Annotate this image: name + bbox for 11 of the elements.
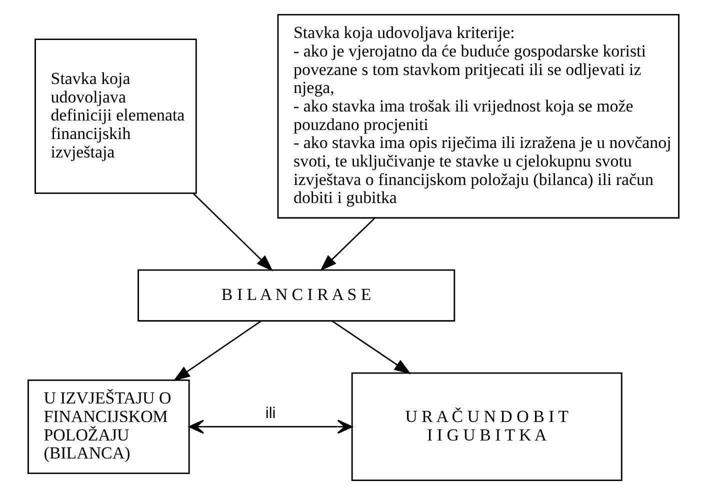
node-box: U IZVJEŠTAJU O FINANCIJSKOM POLOŽAJU (BILANCA) bbox=[27, 378, 190, 474]
node-box: Stavka koja udovoljava definiciji elemenata financijskih izvještaja bbox=[34, 38, 196, 194]
node-box: B I L A N C I R A S E bbox=[137, 268, 455, 322]
node-box: Stavka koja udovoljava kriterije: - ako je vjerojatno da će buduće gospodarske koristi povezane s tom stavkom pritjecati ili se odljevati iz njega, - ako stavka ima trošak ili vrijednost koja se može pouzdano procjeniti - ako stavka ima opis riječima ili izražena je u novčanoj svoti, te uključivanje te stavke u cjelokupnu svotu izvještava o financijskom položaju (bilanca) ili račun dobiti i gubitka bbox=[276, 13, 679, 218]
arrow bbox=[188, 419, 352, 434]
edge-label: ili bbox=[264, 404, 276, 422]
node-box: U R A Č U N D O B I T I I G U B I T K A bbox=[350, 372, 622, 481]
arrow bbox=[331, 320, 411, 374]
arrow bbox=[192, 192, 273, 271]
arrow bbox=[172, 320, 261, 381]
arrow bbox=[319, 217, 375, 271]
